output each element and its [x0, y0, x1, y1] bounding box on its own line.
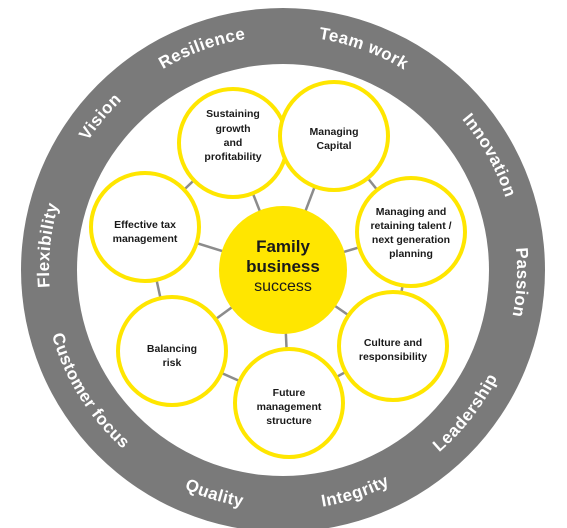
node-circle [337, 290, 449, 402]
node-circle [355, 176, 467, 288]
center-hub: Family business success [219, 206, 347, 334]
node-label-line: and [224, 137, 243, 149]
node-label-line: retaining talent / [370, 220, 451, 232]
center-subtitle: success [254, 278, 312, 295]
node-label-line: next generation [372, 234, 450, 246]
center-title-line-1: Family [256, 237, 310, 256]
node-label-line: Effective tax [114, 219, 176, 231]
center-circle [219, 206, 347, 334]
node-label-line: management [113, 233, 178, 245]
node-label-line: growth [216, 123, 251, 135]
ring-value-passion: Passion [508, 247, 532, 319]
node-future-management: Future management structure [233, 347, 345, 459]
node-label-line: Managing and [376, 206, 447, 218]
node-label-line: Future [273, 387, 306, 399]
node-managing-talent: Managing and retaining talent / next gener… [355, 176, 467, 288]
node-circle [278, 80, 390, 192]
node-label-line: responsibility [359, 351, 427, 363]
node-label-line: structure [266, 415, 312, 427]
node-label-line: profitability [204, 151, 261, 163]
node-circle [116, 295, 228, 407]
node-culture-responsibility: Culture and responsibility [337, 290, 449, 402]
node-balancing-risk: Balancing risk [116, 295, 228, 407]
node-effective-tax: Effective tax management [89, 171, 201, 283]
node-label-line: Balancing [147, 343, 197, 355]
node-circle [89, 171, 201, 283]
topic-nodes: SustaininggrowthandprofitabilityManaging… [89, 80, 467, 459]
node-label-line: risk [163, 357, 182, 369]
node-label-line: Capital [316, 140, 351, 152]
node-label-line: Sustaining [206, 108, 260, 120]
center-title-line-2: business [246, 257, 320, 276]
node-sustaining-growth: Sustaining growth and profitability [177, 87, 289, 199]
node-label-line: planning [389, 248, 433, 260]
node-label-line: management [257, 401, 322, 413]
node-circle [233, 347, 345, 459]
node-label-line: Culture and [364, 337, 422, 349]
node-label-line: Managing [310, 126, 359, 138]
